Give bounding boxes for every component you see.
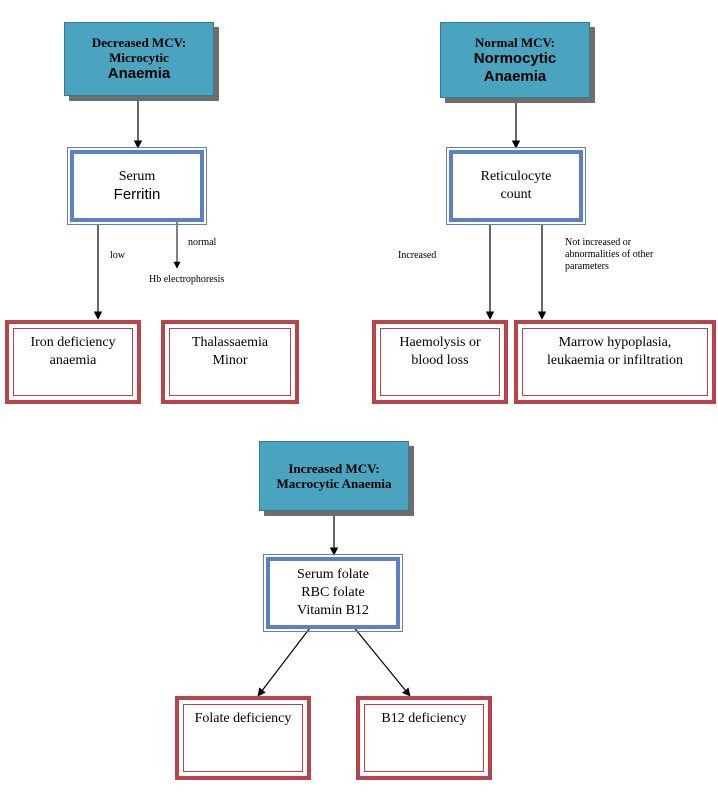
- haemolysis-line2: blood loss: [411, 353, 469, 368]
- outcome-haemolysis: Haemolysis or blood loss: [372, 320, 508, 404]
- outcome-thalassaemia: Thalassaemia Minor: [161, 320, 299, 404]
- tests-line1: Serum folate: [297, 567, 369, 582]
- not-increased-line1: Not increased or: [565, 237, 632, 248]
- retic-line2: count: [500, 187, 532, 202]
- micro-header-line3: Anaemia: [107, 65, 171, 82]
- ferritin-line2: Ferritin: [113, 186, 161, 203]
- micro-header-line1: Decreased MCV:: [91, 35, 187, 50]
- not-increased-line2: abnormalities of other: [565, 249, 654, 260]
- arrow-tests-to-folate: [257, 619, 317, 697]
- micro-header-line2: Microcytic: [109, 50, 169, 65]
- folate-deficiency-label: Folate deficiency: [194, 711, 292, 726]
- iron-line1: Iron deficiency: [30, 335, 116, 350]
- outcome-b12-deficiency: B12 deficiency: [356, 696, 492, 780]
- retic-line1: Reticulocyte: [480, 169, 552, 184]
- haemolysis-line1: Haemolysis or: [399, 335, 481, 350]
- macro-header: Increased MCV: Macrocytic Anaemia: [259, 441, 409, 511]
- not-increased-line3: parameters: [565, 261, 609, 272]
- tests-line2: RBC folate: [301, 585, 365, 600]
- label-not-increased: Not increased or abnormalities of other …: [565, 237, 653, 273]
- marrow-line1: Marrow hypoplasia,: [558, 335, 672, 350]
- folate-b12-tests-box: Serum folate RBC folate Vitamin B12: [263, 554, 403, 632]
- label-normal: normal: [188, 237, 217, 248]
- ferritin-line1: Serum: [118, 169, 156, 184]
- macro-header-line1: Increased MCV:: [288, 461, 380, 476]
- normo-header-line1: Normal MCV:: [474, 34, 556, 50]
- label-hb-electrophoresis: Hb electrophoresis: [149, 274, 225, 285]
- thal-line2: Minor: [212, 353, 248, 368]
- outcome-iron-deficiency: Iron deficiency anaemia: [5, 320, 141, 404]
- marrow-line2: leukaemia or infiltration: [546, 353, 684, 368]
- outcome-folate-deficiency: Folate deficiency: [175, 696, 311, 780]
- thal-line1: Thalassaemia: [191, 335, 269, 350]
- tests-line3: Vitamin B12: [297, 603, 369, 618]
- macro-header-line2: Macrocytic Anaemia: [276, 476, 392, 491]
- arrow-tests-to-b12: [347, 619, 411, 697]
- iron-line2: anaemia: [49, 353, 97, 368]
- reticulocyte-box: Reticulocyte count: [446, 147, 586, 225]
- normo-header: Normal MCV: Normocytic Anaemia: [440, 22, 590, 98]
- micro-header: Decreased MCV: Microcytic Anaemia: [64, 22, 214, 96]
- normo-header-line2: Normocytic: [473, 49, 557, 67]
- label-increased: Increased: [398, 250, 437, 261]
- normo-header-line3: Anaemia: [483, 67, 547, 85]
- outcome-marrow-hypoplasia: Marrow hypoplasia, leukaemia or infiltra…: [514, 320, 716, 404]
- ferritin-box: Serum Ferritin: [67, 147, 207, 225]
- b12-deficiency-label: B12 deficiency: [381, 711, 467, 726]
- label-low: low: [110, 250, 125, 261]
